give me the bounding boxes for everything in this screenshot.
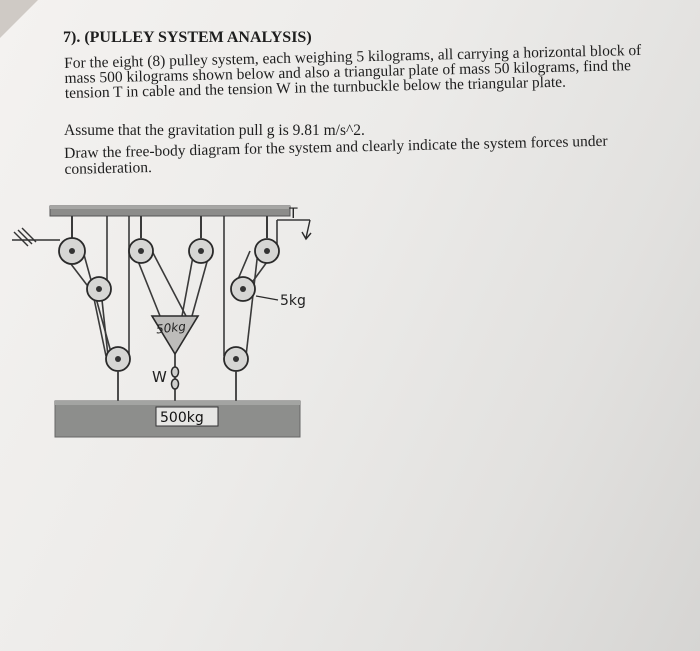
pulley-mass-leader — [255, 295, 279, 301]
pulley-mass-label: 5kg — [280, 293, 306, 309]
block-mass-label: 500kg — [160, 410, 204, 426]
page-corner — [0, 0, 38, 38]
turnbuckle — [170, 354, 180, 401]
question-title: 7). (PULLEY SYSTEM ANALYSIS) — [63, 29, 312, 46]
hanger-rods — [71, 216, 268, 238]
left-anchor — [12, 227, 60, 247]
block-shade — [55, 401, 300, 405]
pulley-diagram: 50kg W T 5kg 500kg — [12, 205, 312, 438]
ceiling-beam-shade — [50, 206, 290, 209]
w-label: W — [152, 368, 167, 386]
pulley-top-2 — [128, 238, 154, 264]
pulley-top-1 — [58, 237, 86, 265]
block-label-box — [155, 406, 219, 427]
pulley-bottom-1 — [105, 346, 131, 401]
pulley-bottom-2 — [223, 346, 249, 401]
pulley-top-4 — [254, 238, 280, 264]
gravity-assumption: Assume that the gravitation pull g is 9.… — [64, 122, 365, 139]
triangular-plate — [150, 315, 200, 356]
pulley-middle-2 — [230, 276, 256, 302]
plate-mass-label: 50kg — [155, 319, 187, 336]
pulley-middle-1 — [86, 276, 112, 302]
pulley-top-3 — [188, 238, 214, 264]
tension-arrow-icon — [301, 219, 312, 241]
t-label: T — [288, 206, 298, 222]
